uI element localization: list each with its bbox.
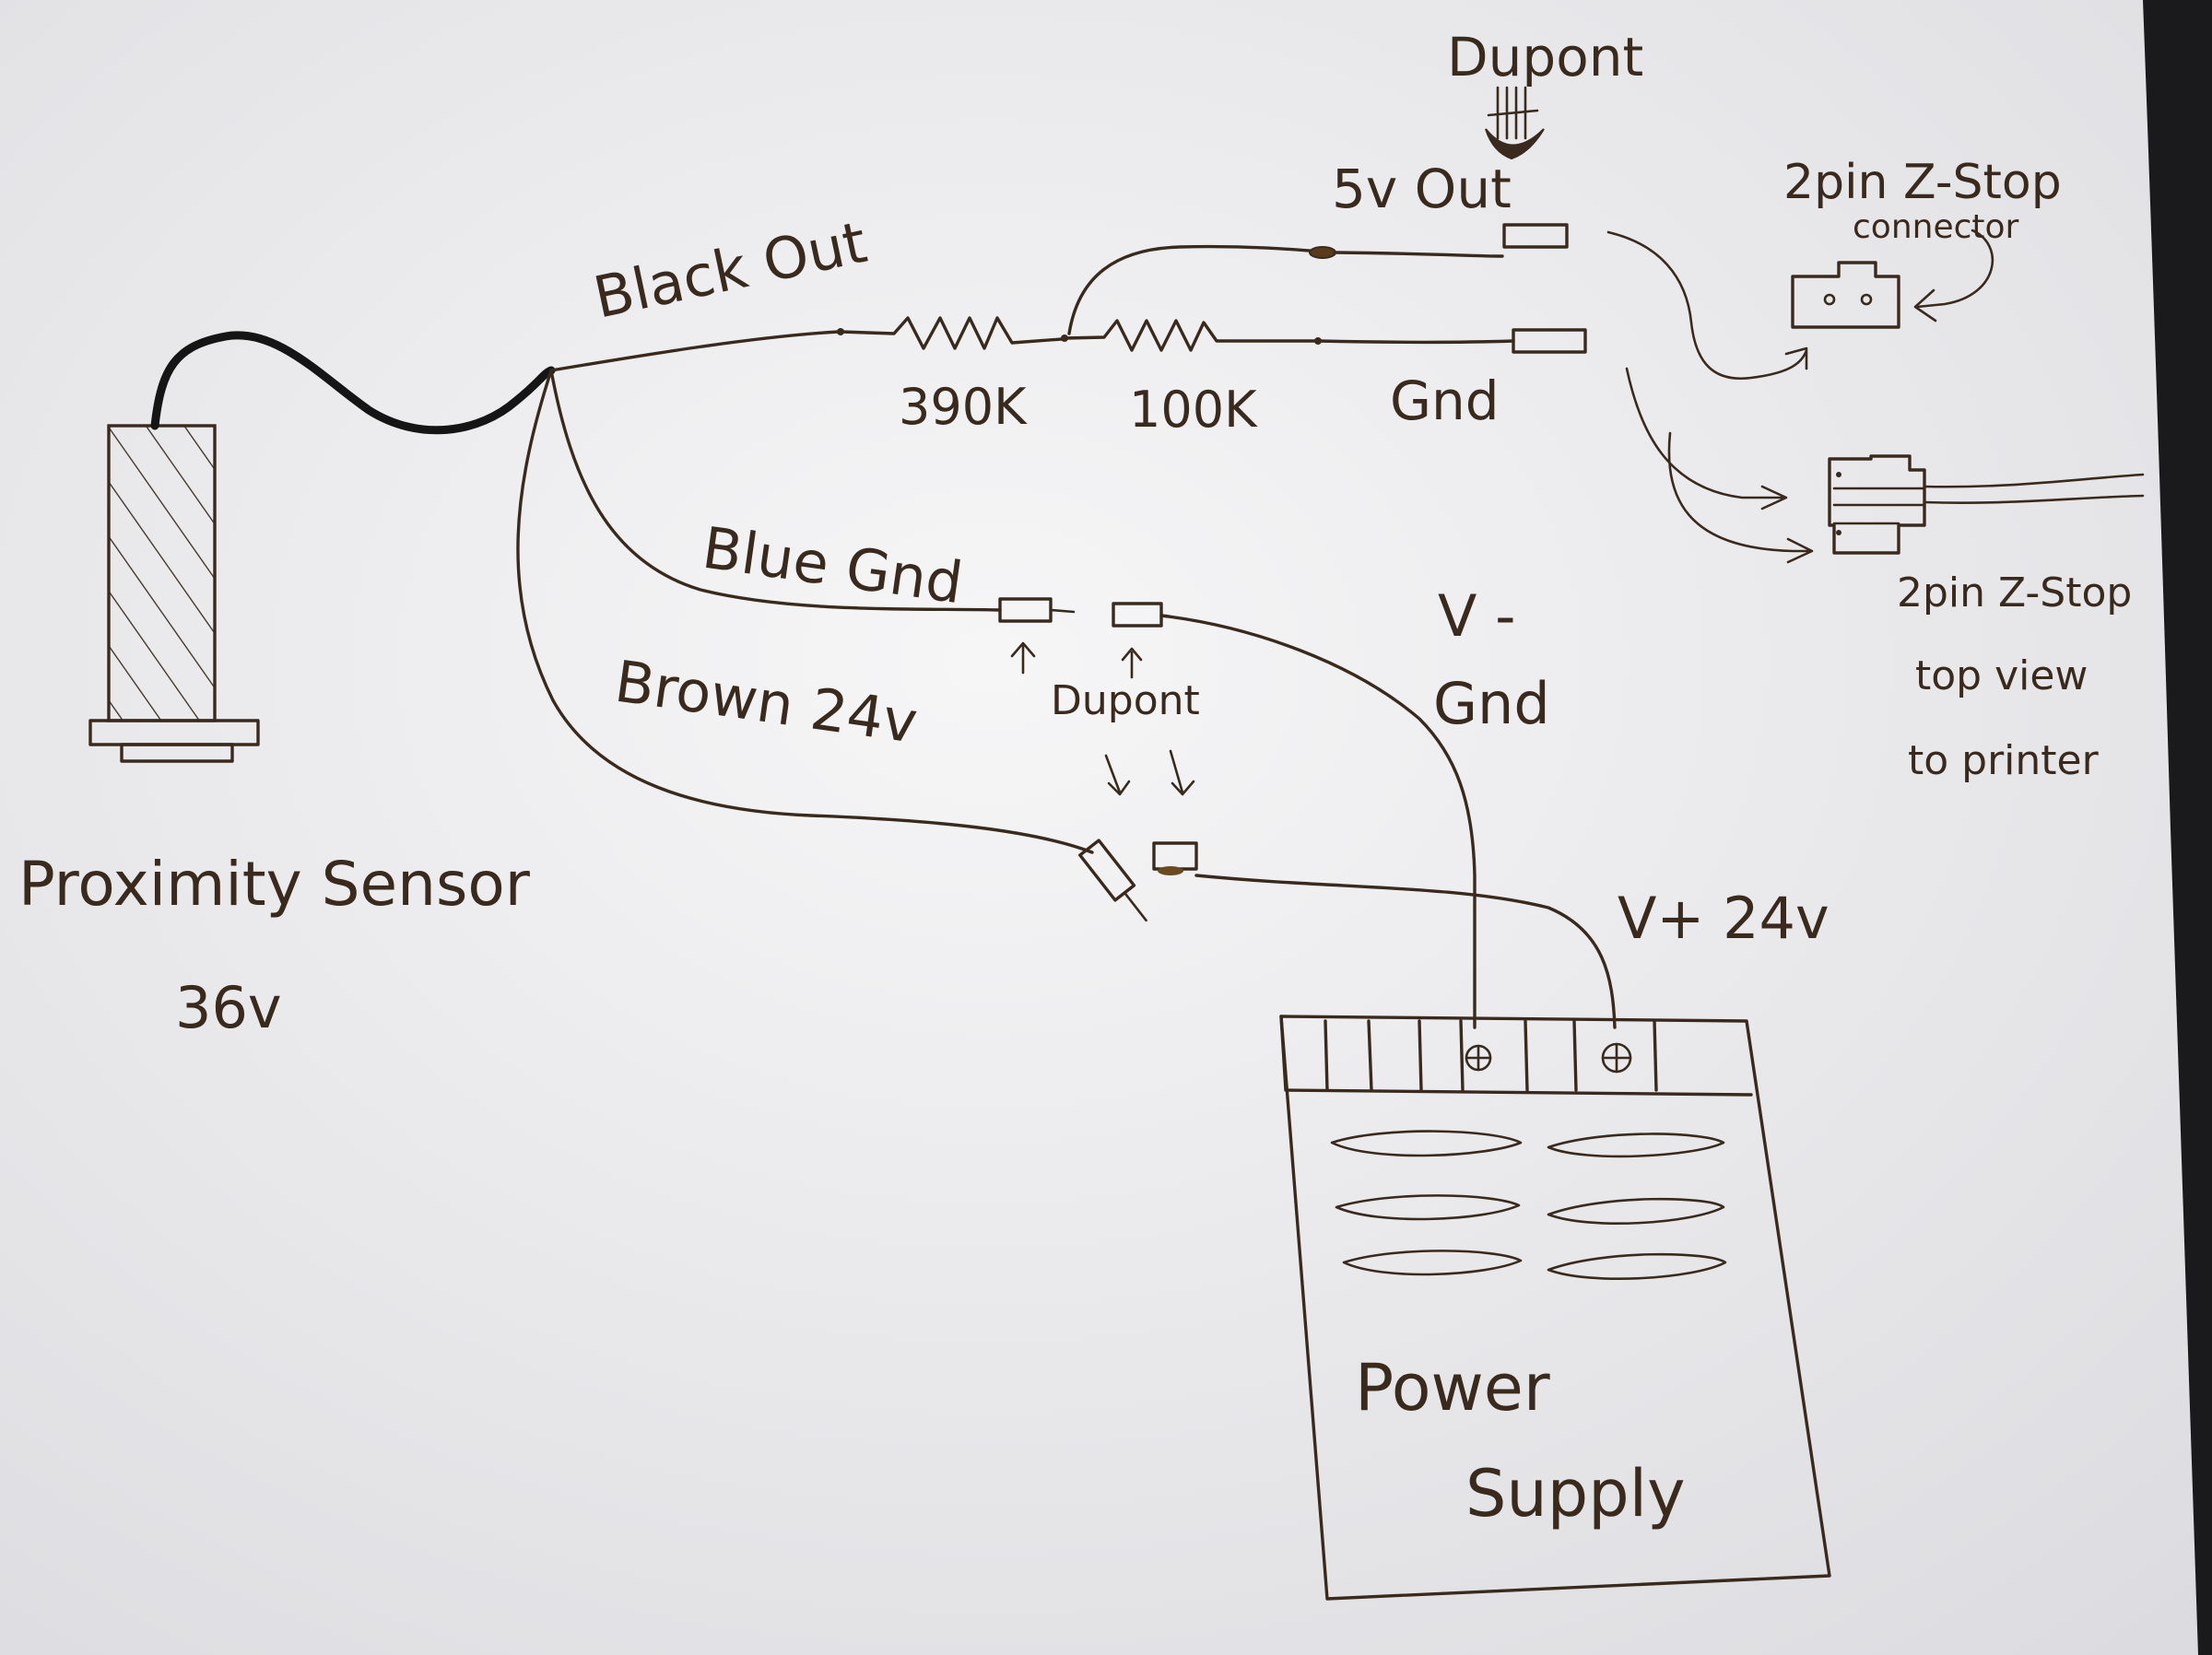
arrow-down-icon — [1169, 749, 1195, 796]
arrow-right-curve-icon — [1913, 229, 1994, 323]
arrow-right-icon — [1667, 431, 1814, 564]
label-gnd-mid: Gnd — [1433, 670, 1550, 737]
sensor-cable — [150, 331, 556, 435]
label-power: Power — [1355, 1350, 1550, 1426]
five-v-dupont — [1502, 223, 1569, 249]
terminal-screw-icon — [1465, 1044, 1492, 1072]
dupont-pins-icon — [1485, 86, 1545, 160]
vent-slots — [1330, 1130, 1727, 1281]
arrow-curve-icon — [1606, 230, 1808, 381]
label-z-stop-top-2: top view — [1915, 652, 2088, 699]
five-v-wire — [1067, 244, 1334, 335]
label-5v-out: 5v Out — [1332, 158, 1512, 220]
z-stop-side-view — [1828, 454, 2145, 555]
label-gnd-top: Gnd — [1390, 370, 1500, 432]
label-v-plus: V+ 24v — [1618, 885, 1830, 952]
label-z-stop-top-1: 2pin Z-Stop — [1897, 569, 2132, 616]
label-100k: 100K — [1129, 381, 1258, 439]
label-z-stop-connector-1: 2pin Z-Stop — [1783, 155, 2062, 210]
proximity-sensor — [88, 424, 260, 763]
terminal-screw-icon — [1601, 1042, 1632, 1074]
label-z-stop-connector-2: connector — [1853, 208, 2019, 246]
blue-wire — [549, 369, 1002, 612]
label-proximity-sensor: Proximity Sensor — [18, 849, 531, 920]
z-stop-connector — [1791, 261, 1900, 329]
label-supply: Supply — [1465, 1456, 1686, 1532]
brown-wire — [516, 369, 1094, 854]
gnd-dupont-top — [1512, 328, 1587, 354]
v-plus-wire — [1194, 874, 1617, 1029]
black-wire — [549, 330, 841, 372]
gnd-wire-top — [1316, 339, 1515, 345]
label-36v: 36v — [175, 974, 282, 1041]
arrow-down-icon — [1104, 754, 1131, 796]
power-supply — [1279, 1015, 1831, 1601]
label-z-stop-top-3: to printer — [1908, 737, 2100, 784]
arrow-up-icon — [1010, 641, 1036, 675]
arrow-up-icon — [1121, 647, 1143, 679]
brown-dupont-male — [1078, 839, 1147, 922]
label-v-minus: V - — [1438, 582, 1516, 650]
label-dupont-top: Dupont — [1447, 26, 1643, 88]
v-minus-wire — [1159, 614, 1477, 1029]
arrow-right-icon — [1625, 367, 1788, 511]
label-390k: 390K — [899, 378, 1028, 436]
label-dupont-mid: Dupont — [1051, 677, 1200, 724]
resistor-100k — [1063, 319, 1320, 352]
resistor-390k — [839, 316, 1064, 350]
